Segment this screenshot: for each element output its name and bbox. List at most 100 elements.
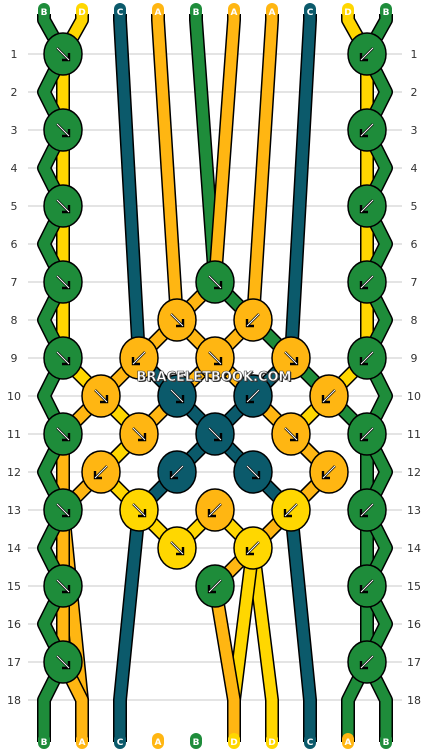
knot-arrow-highlight: [246, 541, 260, 555]
knot-arrow-highlight: [170, 389, 184, 403]
string-label-top: B: [41, 8, 48, 18]
knot-arrow-highlight: [56, 351, 70, 365]
row-number-left: 5: [11, 200, 18, 213]
string-label-bottom-pill: [38, 733, 50, 749]
row-number-right: 3: [411, 124, 418, 137]
knot: [195, 564, 235, 608]
row-number-left: 1: [11, 48, 18, 61]
knot: [43, 260, 83, 304]
knot-arrow-highlight: [56, 123, 70, 137]
row-number-right: 1: [411, 48, 418, 61]
row-number-left: 15: [7, 580, 21, 593]
knot: [195, 488, 235, 532]
string-label-top-pill: [304, 3, 316, 19]
knot-arrow-highlight: [170, 541, 184, 555]
string-label-top: B: [193, 8, 200, 18]
knot-arrow-highlight: [246, 389, 260, 403]
knot: [271, 412, 311, 456]
row-number-left: 17: [7, 656, 21, 669]
knot: [271, 336, 311, 380]
knot: [157, 298, 197, 342]
knot-arrow-highlight: [132, 351, 146, 365]
string-label-bottom: D: [230, 738, 237, 748]
knot: [233, 298, 273, 342]
row-number-left: 9: [11, 352, 18, 365]
string-label-top: C: [117, 8, 124, 18]
row-number-left: 12: [7, 466, 21, 479]
string-label-bottom: A: [155, 738, 162, 748]
knot-arrow-highlight: [56, 199, 70, 213]
knot: [43, 640, 83, 684]
string-label-bottom: B: [41, 738, 48, 748]
string-label-bottom: D: [268, 738, 275, 748]
knot-arrow-highlight: [56, 655, 70, 669]
knot: [43, 336, 83, 380]
row-number-left: 4: [11, 162, 18, 175]
knot-arrow-highlight: [284, 503, 298, 517]
row-number-right: 5: [411, 200, 418, 213]
row-number-right: 16: [407, 618, 421, 631]
knot: [347, 32, 387, 76]
knot-arrow-highlight: [94, 465, 108, 479]
string-label-bottom-pill: [380, 733, 392, 749]
knot-arrow-highlight: [322, 389, 336, 403]
knot: [43, 564, 83, 608]
string-label-bottom: A: [79, 738, 86, 748]
knot: [43, 488, 83, 532]
watermark: BRACELETBOOK.COM: [137, 370, 292, 385]
string-label-top-pill: [76, 3, 88, 19]
row-number-right: 9: [411, 352, 418, 365]
knot-arrow-highlight: [132, 427, 146, 441]
knot: [157, 526, 197, 570]
knot: [119, 412, 159, 456]
knot-arrow-highlight: [360, 199, 374, 213]
knot-arrow-highlight: [208, 579, 222, 593]
watermark-shadow: BRACELETBOOK.COM: [138, 371, 293, 386]
knot: [347, 564, 387, 608]
knot-arrow-highlight: [208, 427, 222, 441]
knot-arrow-highlight: [208, 503, 222, 517]
row-number-right: 12: [407, 466, 421, 479]
knot-arrow-highlight: [94, 389, 108, 403]
string-label-bottom: C: [307, 738, 314, 748]
knot: [347, 336, 387, 380]
string-label-top-pill: [114, 3, 126, 19]
string-label-top-pill: [152, 3, 164, 19]
knot-arrow-highlight: [322, 465, 336, 479]
knot: [157, 374, 197, 418]
string-label-top: D: [78, 8, 85, 18]
knot-arrow-highlight: [56, 275, 70, 289]
knot-arrow-highlight: [170, 465, 184, 479]
knot-arrow-highlight: [132, 503, 146, 517]
knot: [347, 108, 387, 152]
knot-arrow-highlight: [284, 427, 298, 441]
row-number-right: 13: [407, 504, 421, 517]
row-number-right: 17: [407, 656, 421, 669]
knot-arrow-highlight: [360, 123, 374, 137]
row-number-right: 15: [407, 580, 421, 593]
row-number-left: 13: [7, 504, 21, 517]
knot-arrow-highlight: [360, 655, 374, 669]
string-label-top-pill: [266, 3, 278, 19]
knot: [233, 374, 273, 418]
string-label-bottom: A: [345, 738, 352, 748]
row-number-right: 7: [411, 276, 418, 289]
knot-arrow-highlight: [284, 351, 298, 365]
string-label-top-pill: [228, 3, 240, 19]
string-label-bottom-pill: [266, 733, 278, 749]
row-number-right: 11: [407, 428, 421, 441]
string-label-bottom-pill: [342, 733, 354, 749]
knot-arrow-highlight: [360, 503, 374, 517]
string-label-top-pill: [380, 3, 392, 19]
knot: [81, 374, 121, 418]
knot-arrow-highlight: [56, 427, 70, 441]
string-label-bottom: C: [117, 738, 124, 748]
string-label-top-pill: [342, 3, 354, 19]
knot: [157, 450, 197, 494]
string-label-bottom: B: [193, 738, 200, 748]
row-number-right: 14: [407, 542, 421, 555]
string-label-bottom-pill: [152, 733, 164, 749]
string-label-bottom-pill: [190, 733, 202, 749]
